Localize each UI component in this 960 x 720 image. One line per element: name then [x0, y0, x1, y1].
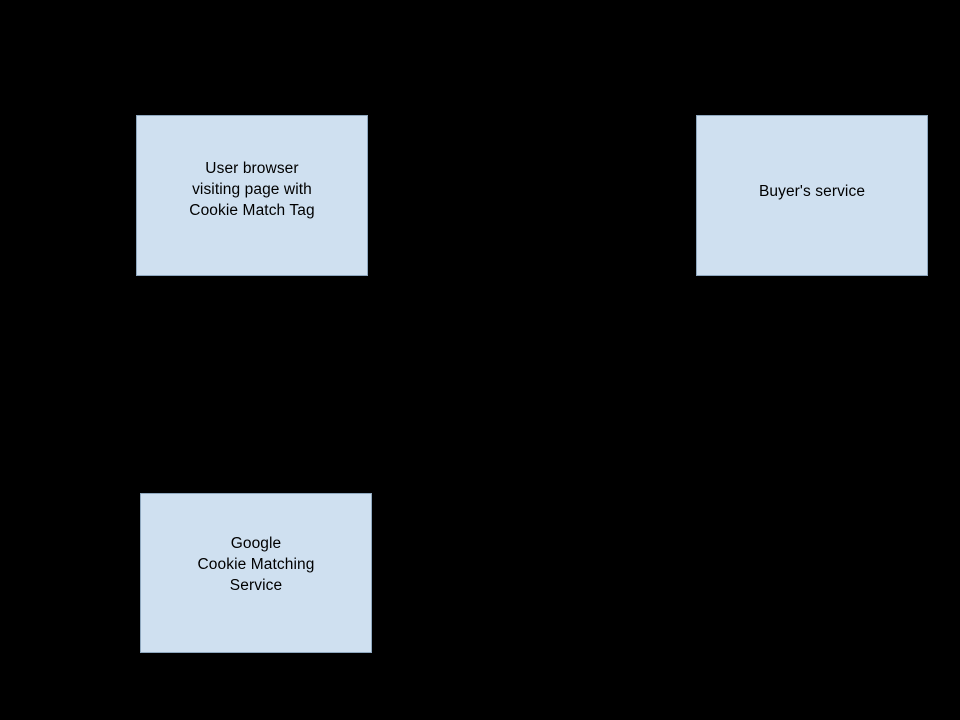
node-buyers-service[interactable]: Buyer's service: [696, 115, 928, 276]
node-buyers-service-label: Buyer's service: [758, 183, 866, 200]
node-google-cookie-matching-service-label: Google Cookie Matching Service: [197, 535, 315, 594]
node-user-browser[interactable]: User browser visiting page with Cookie M…: [136, 115, 368, 276]
node-google-cookie-matching-service[interactable]: Google Cookie Matching Service: [140, 493, 372, 653]
node-user-browser-label: User browser visiting page with Cookie M…: [189, 160, 315, 219]
